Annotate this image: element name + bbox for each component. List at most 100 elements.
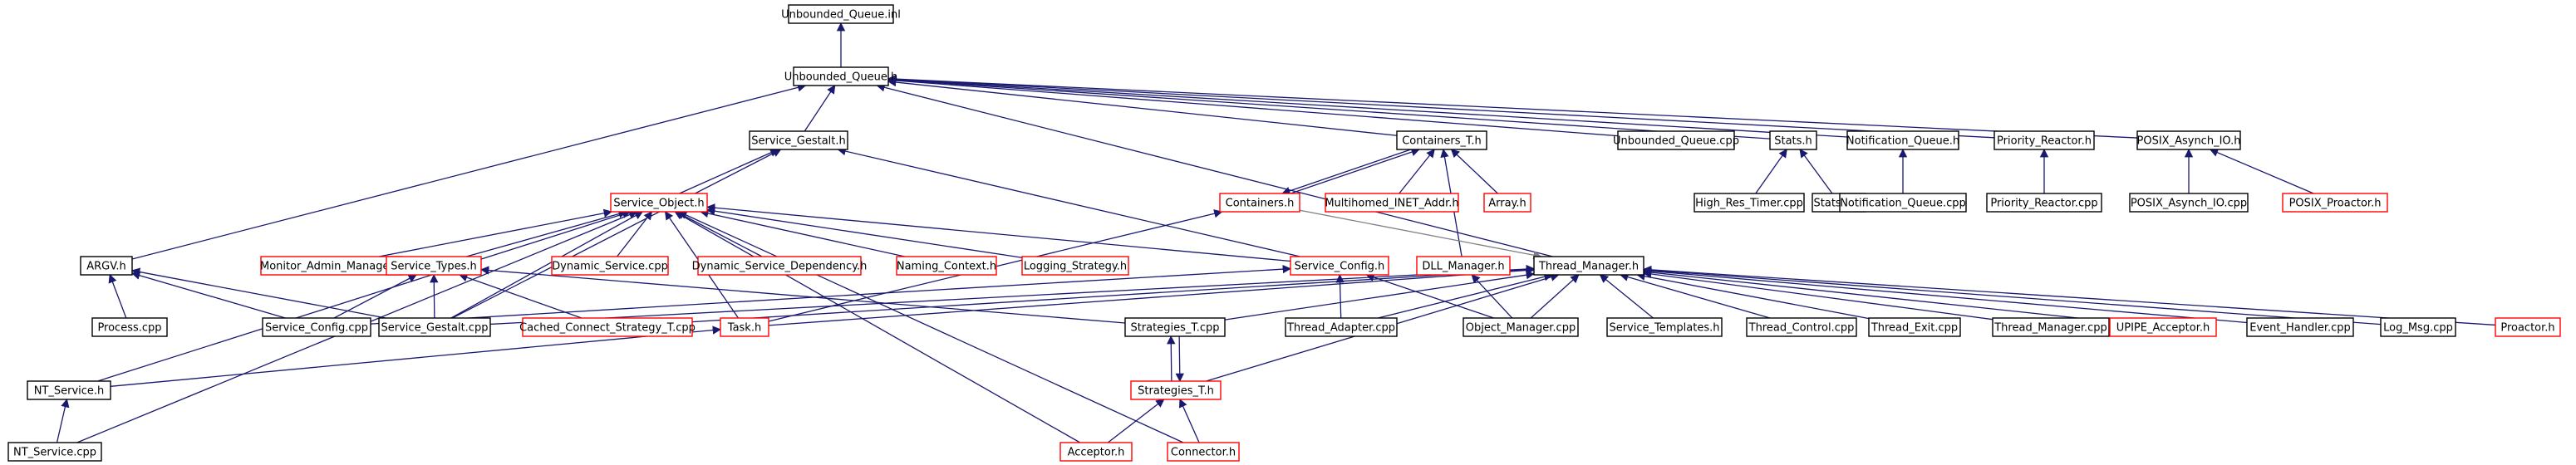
node-service-gestalt-cpp[interactable]: Service_Gestalt.cpp	[378, 317, 491, 337]
node-stats-h[interactable]: Stats.h	[1769, 130, 1817, 150]
node-box[interactable]	[1694, 193, 1805, 213]
node-object-manager-cpp[interactable]: Object_Manager.cpp	[1463, 317, 1579, 337]
node-monitor-admin-manager-h[interactable]: Monitor_Admin_Manager.h	[260, 256, 403, 276]
node-box[interactable]	[1219, 193, 1300, 213]
node-box[interactable]	[1021, 256, 1129, 276]
node-box[interactable]	[1986, 193, 2102, 213]
node-thread-manager-h[interactable]: Thread_Manager.h	[1533, 256, 1644, 276]
node-box[interactable]	[2282, 193, 2388, 213]
node-service-types-h[interactable]: Service_Types.h	[386, 256, 482, 276]
node-box[interactable]	[386, 256, 482, 276]
node-box[interactable]	[1483, 193, 1531, 213]
node-thread-control-cpp[interactable]: Thread_Control.cpp	[1746, 317, 1857, 337]
node-priority-reactor-cpp[interactable]: Priority_Reactor.cpp	[1986, 193, 2102, 213]
edge-stats_cpp-to-stats_h	[1799, 149, 1833, 194]
node-box[interactable]	[749, 130, 848, 150]
node-posix-proactor-h[interactable]: POSIX_Proactor.h	[2282, 193, 2388, 213]
node-containers-t-h[interactable]: Containers_T.h	[1396, 130, 1487, 150]
node-dynamic-service-cpp[interactable]: Dynamic_Service.cpp	[551, 256, 669, 276]
node-box[interactable]	[1130, 380, 1222, 400]
node-box[interactable]	[793, 66, 889, 86]
node-process-cpp[interactable]: Process.cpp	[91, 317, 168, 337]
node-strategies-t-cpp[interactable]: Strategies_T.cpp	[1124, 317, 1226, 337]
node-box[interactable]	[1290, 256, 1389, 276]
node-unbounded-queue-inl[interactable]: Unbounded_Queue.inl	[781, 4, 901, 24]
node-box[interactable]	[7, 442, 102, 462]
node-box[interactable]	[1059, 442, 1133, 462]
node-log-msg-cpp[interactable]: Log_Msg.cpp	[2380, 317, 2456, 337]
node-argv-h[interactable]: ARGV.h	[80, 256, 133, 276]
node-box[interactable]	[522, 317, 693, 337]
node-high-res-timer-cpp[interactable]: High_Res_Timer.cpp	[1694, 193, 1805, 213]
node-box[interactable]	[1746, 317, 1857, 337]
node-thread-adapter-cpp[interactable]: Thread_Adapter.cpp	[1285, 317, 1398, 337]
node-cached-connect-strategy-t-cpp[interactable]: Cached_Connect_Strategy_T.cpp	[519, 317, 696, 337]
node-proactor-h[interactable]: Proactor.h	[2495, 317, 2561, 337]
node-box[interactable]	[720, 317, 769, 337]
node-task-h[interactable]: Task.h	[720, 317, 769, 337]
node-logging-strategy-h[interactable]: Logging_Strategy.h	[1021, 256, 1129, 276]
node-acceptor-h[interactable]: Acceptor.h	[1059, 442, 1133, 462]
node-box[interactable]	[1993, 130, 2095, 150]
node-box[interactable]	[1325, 193, 1459, 213]
node-thread-manager-cpp[interactable]: Thread_Manager.cpp	[1992, 317, 2110, 337]
node-box[interactable]	[2380, 317, 2456, 337]
node-unbounded-queue-h[interactable]: Unbounded_Queue.h	[784, 66, 898, 86]
node-box[interactable]	[1617, 130, 1735, 150]
node-box[interactable]	[1285, 317, 1398, 337]
node-box[interactable]	[27, 380, 111, 400]
node-box[interactable]	[788, 4, 894, 24]
node-box[interactable]	[1416, 256, 1511, 276]
node-dynamic-service-dependency-h[interactable]: Dynamic_Service_Dependency.h	[692, 256, 868, 276]
node-posix-asynch-io-cpp[interactable]: POSIX_Asynch_IO.cpp	[2129, 193, 2249, 213]
node-nt-service-h[interactable]: NT_Service.h	[27, 380, 111, 400]
node-event-handler-cpp[interactable]: Event_Handler.cpp	[2246, 317, 2354, 337]
node-service-object-h[interactable]: Service_Object.h	[610, 193, 708, 213]
node-box[interactable]	[1463, 317, 1579, 337]
node-posix-asynch-io-h[interactable]: POSIX_Asynch_IO.h	[2136, 130, 2241, 150]
node-box[interactable]	[1992, 317, 2110, 337]
node-nt-service-cpp[interactable]: NT_Service.cpp	[7, 442, 102, 462]
node-box[interactable]	[91, 317, 168, 337]
node-box[interactable]	[610, 193, 708, 213]
edge-posix_proactor_h-to-posix_asynch_io_h	[2209, 148, 2314, 194]
node-box[interactable]	[1839, 193, 1967, 213]
node-dll-manager-h[interactable]: DLL_Manager.h	[1416, 256, 1511, 276]
node-array-h[interactable]: Array.h	[1483, 193, 1531, 213]
node-box[interactable]	[551, 256, 669, 276]
node-box[interactable]	[2495, 317, 2561, 337]
node-connector-h[interactable]: Connector.h	[1167, 442, 1240, 462]
node-strategies-t-h[interactable]: Strategies_T.h	[1130, 380, 1222, 400]
node-priority-reactor-h[interactable]: Priority_Reactor.h	[1993, 130, 2095, 150]
node-box[interactable]	[1396, 130, 1487, 150]
node-box[interactable]	[1769, 130, 1817, 150]
node-upipe-acceptor-h[interactable]: UPIPE_Acceptor.h	[2109, 317, 2217, 337]
node-thread-exit-cpp[interactable]: Thread_Exit.cpp	[1868, 317, 1961, 337]
node-box[interactable]	[896, 256, 997, 276]
node-box[interactable]	[1533, 256, 1644, 276]
node-service-templates-h[interactable]: Service_Templates.h	[1606, 317, 1723, 337]
node-service-config-cpp[interactable]: Service_Config.cpp	[262, 317, 371, 337]
node-box[interactable]	[1124, 317, 1226, 337]
node-multihomed-inet-addr-h[interactable]: Multihomed_INET_Addr.h	[1325, 193, 1459, 213]
node-service-config-h[interactable]: Service_Config.h	[1290, 256, 1389, 276]
node-unbounded-queue-cpp[interactable]: Unbounded_Queue.cpp	[1613, 130, 1739, 150]
node-box[interactable]	[1846, 130, 1959, 150]
node-box[interactable]	[2109, 317, 2217, 337]
node-containers-h[interactable]: Containers.h	[1219, 193, 1300, 213]
node-box[interactable]	[1868, 317, 1961, 337]
node-box[interactable]	[1167, 442, 1240, 462]
node-box[interactable]	[2246, 317, 2354, 337]
node-notification-queue-cpp[interactable]: Notification_Queue.cpp	[1839, 193, 1967, 213]
node-box[interactable]	[1606, 317, 1723, 337]
node-box[interactable]	[2129, 193, 2249, 213]
node-box[interactable]	[262, 317, 371, 337]
node-notification-queue-h[interactable]: Notification_Queue.h	[1846, 130, 1959, 150]
node-box[interactable]	[378, 317, 491, 337]
node-service-gestalt-h[interactable]: Service_Gestalt.h	[749, 130, 848, 150]
node-box[interactable]	[697, 256, 862, 276]
node-box[interactable]	[80, 256, 133, 276]
node-box[interactable]	[2136, 130, 2241, 150]
node-naming-context-h[interactable]: Naming_Context.h	[896, 256, 997, 276]
node-label: Thread_Control.cpp	[1748, 322, 1855, 335]
